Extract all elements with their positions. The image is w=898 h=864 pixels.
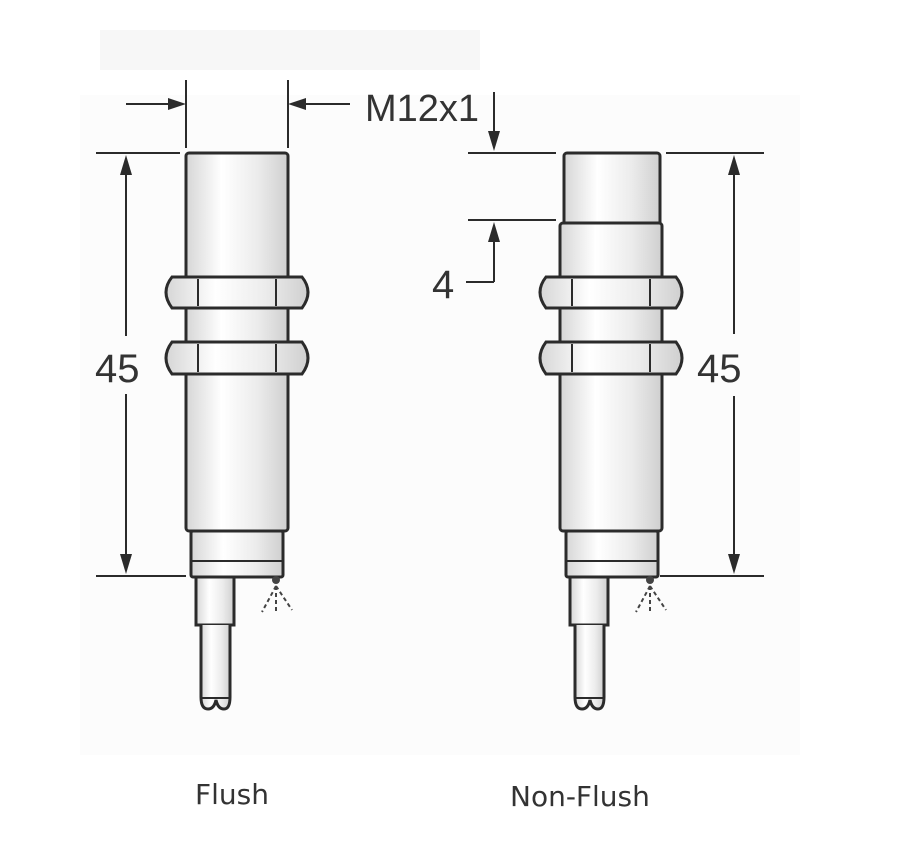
flush-sensor-cable-gland (194, 575, 236, 627)
protrusion-label: 4 (432, 263, 454, 307)
flush-sensor-nut-upper (164, 275, 310, 310)
thread-dimension (126, 80, 350, 148)
non-flush-sensor-cable-gland (568, 575, 610, 627)
non-flush-length-dimension (660, 152, 764, 577)
non-flush-led-light-icon (635, 576, 667, 614)
non-flush-length-label: 45 (697, 347, 742, 391)
non-flush-sensor-cable (573, 625, 606, 711)
flush-sensor (164, 151, 310, 711)
non-flush-sensor-head (562, 151, 662, 227)
flush-sensor-cable (199, 625, 232, 711)
flush-sensor-nut-lower (164, 340, 310, 376)
flush-length-dimension (96, 152, 186, 577)
non-flush-sensor-body (558, 221, 664, 533)
flush-led-light-icon (261, 576, 293, 614)
caption-non-flush: Non-Flush (510, 780, 650, 813)
protrusion-dimension (466, 92, 556, 283)
non-flush-sensor-nut-upper (538, 275, 684, 310)
non-flush-sensor (538, 151, 684, 711)
flush-length-label: 45 (95, 347, 140, 391)
non-flush-sensor-nut-lower (538, 340, 684, 376)
thread-label: M12x1 (365, 88, 479, 130)
caption-flush: Flush (195, 778, 269, 811)
background-panel (100, 30, 480, 70)
non-flush-sensor-cap (564, 529, 660, 579)
flush-sensor-cap (189, 529, 285, 579)
